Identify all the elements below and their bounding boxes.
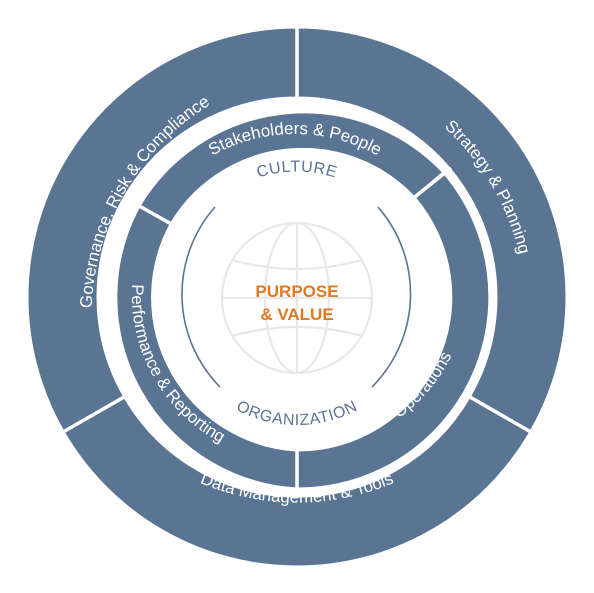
center-title-line2: & VALUE bbox=[260, 305, 333, 324]
culture-label: CULTURE bbox=[255, 159, 339, 182]
inner-arc-left bbox=[181, 206, 221, 388]
outer-segment-governance bbox=[25, 25, 299, 435]
middle-divider-left bbox=[131, 200, 176, 228]
middle-divider-right bbox=[409, 166, 453, 202]
outer-divider-right bbox=[468, 394, 538, 438]
center-title-line1: PURPOSE bbox=[255, 282, 338, 301]
globe-icon bbox=[220, 221, 374, 375]
inner-arc-right bbox=[371, 206, 412, 388]
organization-label: ORGANIZATION bbox=[234, 398, 361, 429]
outer-segment-strategy bbox=[295, 25, 569, 435]
outer-divider-left bbox=[56, 394, 126, 438]
outer-segment-data-management bbox=[61, 394, 533, 569]
